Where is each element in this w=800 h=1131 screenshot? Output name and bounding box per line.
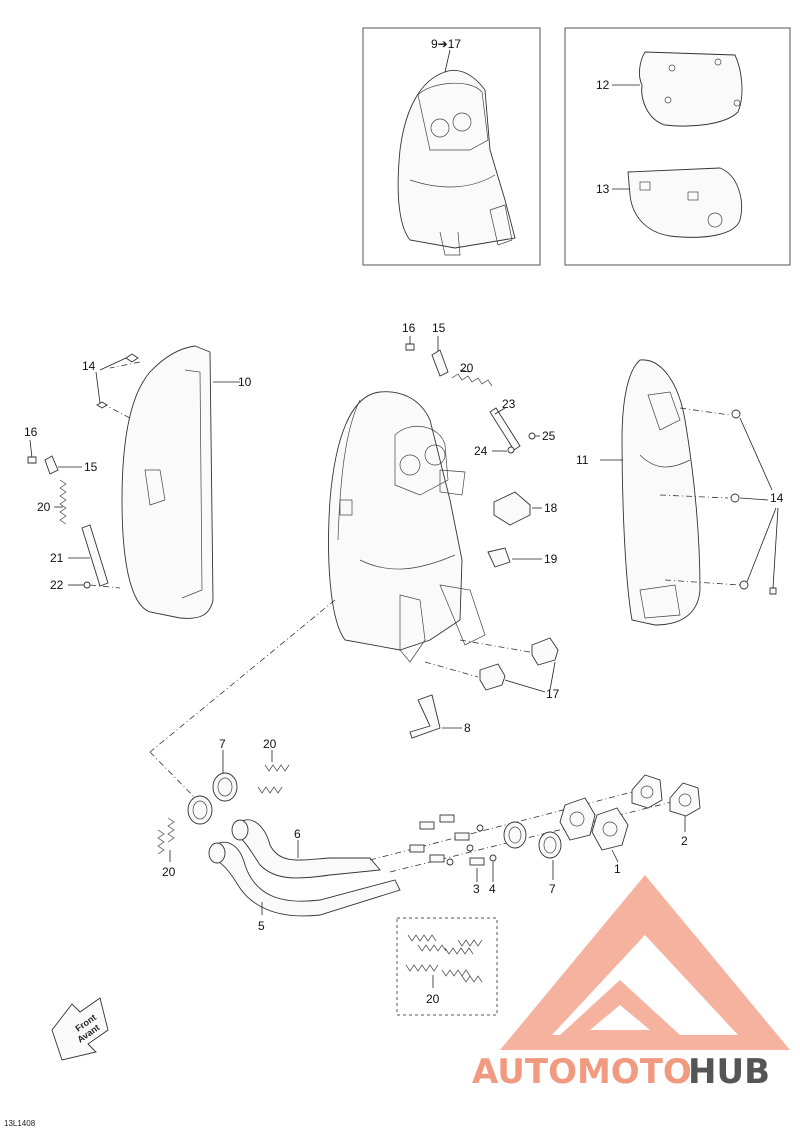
bolts-3 <box>409 814 485 866</box>
callout-4: 4 <box>489 882 496 896</box>
ring-7-a <box>212 772 238 802</box>
gasket-12 <box>638 51 743 127</box>
inset-box-heat-shields <box>564 27 791 266</box>
watermark-text-automoto: AUTOMOTO <box>472 1052 692 1092</box>
callout-16-left: 16 <box>24 425 38 439</box>
muffler-assembly-inset <box>397 69 516 256</box>
callout-7-left: 7 <box>219 737 226 751</box>
nut-24 <box>507 446 515 454</box>
nut-25 <box>528 432 536 440</box>
nut-22 <box>83 581 91 589</box>
spring-20-pair-top <box>257 764 290 794</box>
callout-14-right: 14 <box>770 491 784 505</box>
callout-25: 25 <box>542 429 556 443</box>
flange-1-a <box>559 797 596 841</box>
callout-24: 24 <box>474 444 488 458</box>
nut-14-b <box>96 401 108 409</box>
callout-2: 2 <box>681 834 688 848</box>
callout-20-mid: 20 <box>263 737 277 751</box>
callout-20-left-low: 20 <box>162 865 176 879</box>
callout-14-left: 14 <box>82 359 96 373</box>
callout-20-kit: 20 <box>426 992 440 1006</box>
spring-20-pair-left <box>157 817 175 855</box>
callout-22: 22 <box>50 578 64 592</box>
heat-shield-left-10 <box>121 345 214 619</box>
nut-14-r4 <box>769 587 777 595</box>
muffler-main <box>328 391 486 663</box>
ring-7-c <box>503 821 527 849</box>
heat-shield-right-11 <box>621 359 701 626</box>
callout-6: 6 <box>294 827 301 841</box>
front-direction-arrow: Front Avant <box>51 997 109 1061</box>
gasket-2-b <box>669 782 701 817</box>
diagram-code: 13L1408 <box>4 1119 36 1128</box>
spring-kit-box <box>396 917 498 1016</box>
header-pipe-5 <box>211 841 401 917</box>
callout-18: 18 <box>544 501 558 515</box>
callout-7-right: 7 <box>549 882 556 896</box>
spring-20-left <box>59 479 67 525</box>
callout-17: 17 <box>546 687 560 701</box>
bolt-16-left <box>27 456 37 464</box>
gasket-13 <box>627 167 743 238</box>
nut-14-r2 <box>730 493 740 503</box>
rod-23 <box>489 407 521 451</box>
callout-19: 19 <box>544 552 558 566</box>
damper-17-b <box>479 663 506 691</box>
bolt-19 <box>487 547 511 568</box>
callout-23: 23 <box>502 397 516 411</box>
ring-7-d <box>538 831 562 859</box>
watermark-logo <box>500 875 790 1050</box>
bracket-15-left <box>44 455 59 475</box>
washers-4 <box>446 824 497 866</box>
callout-20-left: 20 <box>37 500 51 514</box>
rod-21 <box>81 524 109 587</box>
damper-17-a <box>531 637 559 666</box>
ring-7-b <box>187 795 213 825</box>
watermark-text-hub: HUB <box>688 1052 770 1092</box>
damper-18 <box>493 491 531 526</box>
nut-14-r3 <box>739 580 749 590</box>
inset-box-muffler-assembly <box>362 27 541 266</box>
callout-20-top: 20 <box>460 361 474 375</box>
callout-15-left: 15 <box>84 460 98 474</box>
spring-kit-20 <box>405 934 483 983</box>
callout-9-17: 9➔17 <box>431 37 461 51</box>
callout-16-top: 16 <box>402 321 416 335</box>
header-pipe-6 <box>235 819 381 879</box>
nut-14-r1 <box>731 409 741 419</box>
bracket-15-top <box>431 349 449 377</box>
callout-10: 10 <box>238 375 252 389</box>
flange-1-b <box>591 807 629 851</box>
callout-15-top: 15 <box>432 321 446 335</box>
gasket-2-a <box>631 774 663 809</box>
callout-13: 13 <box>596 182 610 196</box>
callout-12: 12 <box>596 78 610 92</box>
callout-8: 8 <box>464 721 471 735</box>
spring-20-top <box>451 373 493 387</box>
nut-14-a <box>125 353 139 363</box>
callout-21: 21 <box>50 551 64 565</box>
callout-1: 1 <box>614 862 621 876</box>
callout-5: 5 <box>258 919 265 933</box>
bracket-8 <box>409 694 441 739</box>
callout-11: 11 <box>576 453 589 467</box>
callout-3: 3 <box>473 882 480 896</box>
bolt-16-top <box>405 343 415 351</box>
